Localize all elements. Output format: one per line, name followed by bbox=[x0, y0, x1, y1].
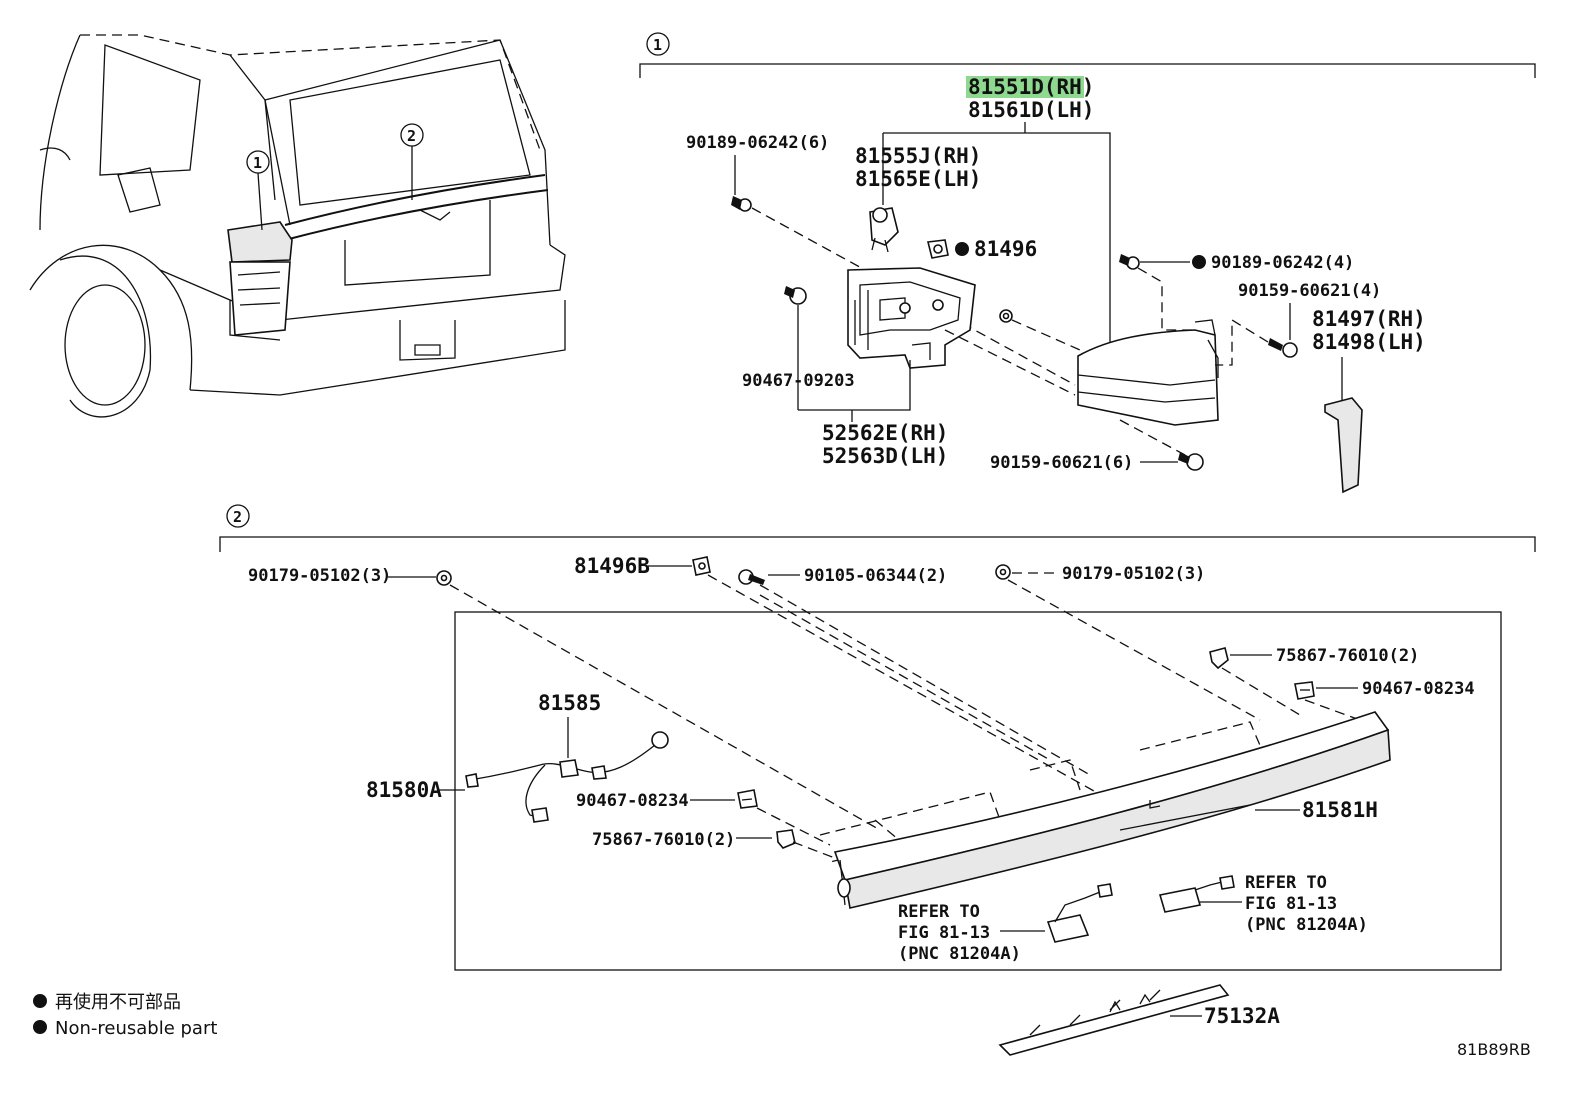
part-52562E[interactable]: 52562E(RH) bbox=[822, 421, 948, 445]
grommet-81496B bbox=[692, 556, 711, 576]
ref-left-line2[interactable]: FIG 81-13 bbox=[898, 923, 990, 943]
part-90105-06344[interactable]: 90105-06344(2) bbox=[804, 566, 947, 586]
screw-90159-6 bbox=[1178, 452, 1204, 471]
part-81565E[interactable]: 81565E(LH) bbox=[855, 167, 981, 191]
part-90189-06242-4[interactable]: 90189-06242(4) bbox=[1211, 253, 1354, 273]
clip-90467-09203 bbox=[784, 286, 807, 305]
refer-right: REFER TO FIG 81-13 (PNC 81204A) bbox=[1158, 873, 1368, 935]
part-90467-09203[interactable]: 90467-09203 bbox=[742, 371, 855, 391]
part-81496[interactable]: 81496 bbox=[974, 237, 1037, 261]
harness-81585 bbox=[465, 731, 669, 823]
part-90467-08234-a[interactable]: 90467-08234 bbox=[1362, 679, 1475, 699]
part-81580A[interactable]: 81580A bbox=[366, 778, 442, 802]
ref-right-line2[interactable]: FIG 81-13 bbox=[1245, 894, 1337, 914]
clip-90467-a bbox=[1294, 681, 1315, 700]
part-75867-76010-a[interactable]: 75867-76010(2) bbox=[1276, 646, 1419, 666]
vehicle-illustration: 1 2 bbox=[29, 34, 566, 418]
grommet-81496 bbox=[927, 239, 949, 259]
screw-90189-4 bbox=[1119, 254, 1140, 270]
socket-81555J bbox=[869, 207, 899, 253]
nut-bracket bbox=[999, 309, 1013, 323]
refer-left: REFER TO FIG 81-13 (PNC 81204A) bbox=[898, 883, 1113, 964]
part-81581H[interactable]: 81581H bbox=[1302, 798, 1378, 822]
assembly-box bbox=[454, 611, 1502, 971]
bracket-52562E bbox=[847, 267, 976, 369]
clip-90179-a bbox=[436, 570, 452, 586]
ref-left-line3[interactable]: (PNC 81204A) bbox=[898, 944, 1021, 964]
section-2-callout: 2 bbox=[233, 508, 242, 526]
legend-jp: 再使用不可部品 bbox=[55, 992, 181, 1013]
ref-right-line1: REFER TO bbox=[1245, 873, 1327, 893]
section-2: 2 90179-05102(3) 81496B 90105-06344(2) bbox=[219, 504, 1536, 971]
spoiler-81581H bbox=[833, 711, 1391, 909]
diagram-code: 81B89RB bbox=[1457, 1040, 1531, 1059]
legend-en: Non-reusable part bbox=[55, 1018, 217, 1039]
part-75867-76010-b[interactable]: 75867-76010(2) bbox=[592, 830, 735, 850]
screw-90159-4 bbox=[1268, 338, 1298, 358]
part-75132A[interactable]: 75132A bbox=[1204, 1004, 1280, 1028]
highlight-81551D bbox=[966, 76, 1084, 98]
part-81555J[interactable]: 81555J(RH) bbox=[855, 144, 981, 168]
ref-right-line3[interactable]: (PNC 81204A) bbox=[1245, 915, 1368, 935]
trim-81497 bbox=[1324, 397, 1363, 494]
part-90159-60621-6[interactable]: 90159-60621(6) bbox=[990, 453, 1133, 473]
moulding-75132A bbox=[998, 984, 1230, 1056]
part-90467-08234-b[interactable]: 90467-08234 bbox=[576, 791, 689, 811]
clip-90467-b bbox=[737, 789, 758, 809]
part-81561D[interactable]: 81561D(LH) bbox=[968, 98, 1094, 122]
legend: 再使用不可部品 Non-reusable part bbox=[33, 992, 217, 1039]
non-reusable-dot-2 bbox=[1192, 255, 1206, 269]
part-81497[interactable]: 81497(RH) bbox=[1312, 307, 1426, 331]
part-90189-06242-6[interactable]: 90189-06242(6) bbox=[686, 133, 829, 153]
car-callout-1: 1 bbox=[253, 154, 262, 172]
section-1-callout: 1 bbox=[653, 36, 662, 54]
part-90179-05102-a[interactable]: 90179-05102(3) bbox=[248, 566, 391, 586]
car-callout-2: 2 bbox=[407, 127, 416, 145]
part-52563D[interactable]: 52563D(LH) bbox=[822, 444, 948, 468]
part-90159-60621-4[interactable]: 90159-60621(4) bbox=[1238, 281, 1381, 301]
clip-75867-b bbox=[776, 829, 796, 849]
ref-left-line1: REFER TO bbox=[898, 902, 980, 922]
clip-75867-a bbox=[1209, 647, 1229, 670]
part-81496B[interactable]: 81496B bbox=[574, 554, 650, 578]
part-90179-05102-b[interactable]: 90179-05102(3) bbox=[1062, 564, 1205, 584]
part-81498[interactable]: 81498(LH) bbox=[1312, 330, 1426, 354]
clip-90179-b bbox=[995, 564, 1011, 580]
lamp-81551D bbox=[1077, 319, 1219, 426]
non-reusable-dot bbox=[955, 242, 969, 256]
part-81551D[interactable]: 81551D(RH) bbox=[968, 75, 1094, 99]
part-81585[interactable]: 81585 bbox=[538, 691, 601, 715]
section-1: 1 81551D(RH) 81561D(LH) 90189-06242(6) 8… bbox=[639, 32, 1536, 494]
bolt-90105 bbox=[738, 569, 765, 585]
